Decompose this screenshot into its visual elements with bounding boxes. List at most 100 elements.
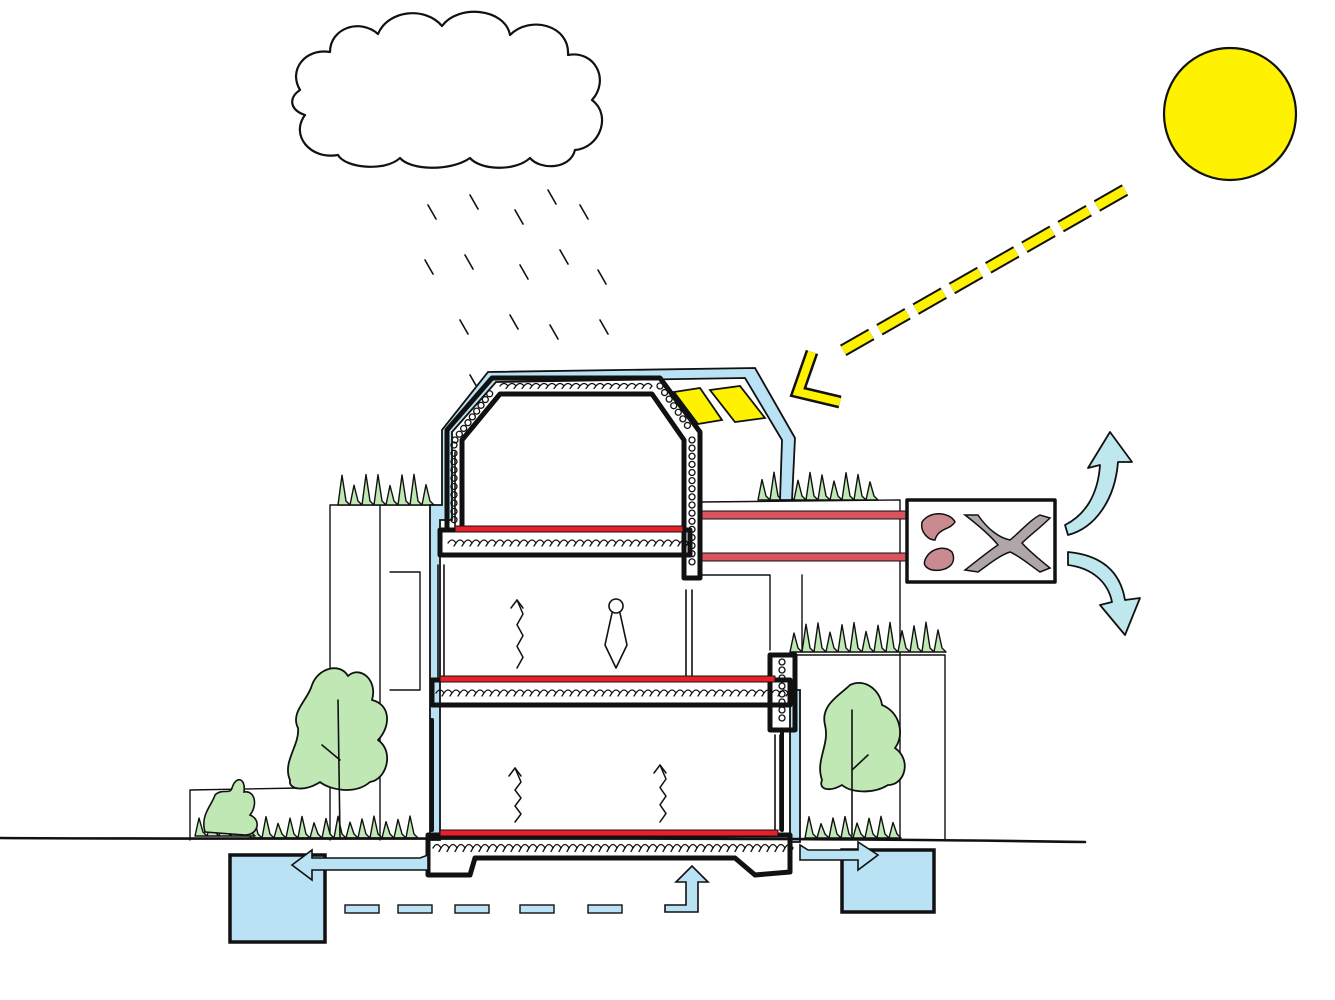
insulation-loop xyxy=(468,413,476,421)
insulation-loop xyxy=(450,466,458,474)
sun-ray-dash-fill xyxy=(841,330,874,355)
heat-rise-arrow-icon xyxy=(508,599,667,823)
grass-tuft xyxy=(804,815,902,839)
insulation-loop xyxy=(473,407,481,415)
rain-streak xyxy=(549,324,559,340)
rain-streak xyxy=(464,254,474,270)
insulation-loop xyxy=(688,493,696,501)
rain-cloud-icon xyxy=(291,10,603,169)
heat-arrowhead xyxy=(508,767,522,777)
interior-columns xyxy=(437,451,781,831)
sun-ray-dash-fill xyxy=(949,268,983,293)
heat-zigzag xyxy=(659,764,667,823)
insulation-loop xyxy=(451,436,459,444)
rain-streak xyxy=(459,319,469,335)
insulation-loop xyxy=(688,452,696,460)
insulation-squiggle xyxy=(447,539,689,547)
insulation-loop xyxy=(455,430,463,438)
insulation-loop xyxy=(688,436,696,444)
insulation-loop xyxy=(688,509,696,517)
grass-tuft xyxy=(757,471,879,501)
groundwater-dash xyxy=(397,904,433,914)
insulation-loop xyxy=(778,706,786,714)
rain-streak xyxy=(519,264,529,280)
insulation-loop xyxy=(778,714,786,722)
sun-icon xyxy=(1162,46,1298,182)
insulation-loop xyxy=(450,457,458,466)
insulation-loop xyxy=(450,441,458,449)
rain-streak xyxy=(547,189,557,205)
building-envelope xyxy=(429,367,801,843)
rain-streak xyxy=(559,249,569,265)
insulation-loop xyxy=(688,533,696,542)
heat-exchanger-icon xyxy=(905,498,1057,584)
insulation-loop xyxy=(778,666,786,674)
insulation-loop xyxy=(688,485,696,493)
heat-zigzag xyxy=(516,599,524,669)
sun-ray-dash-fill xyxy=(1094,186,1128,210)
insulation-loop xyxy=(688,460,696,469)
insulation-loop xyxy=(688,517,696,525)
ground-line xyxy=(0,836,1087,844)
groundwater-dash xyxy=(454,904,490,914)
solar-panel-icon xyxy=(672,385,767,425)
insulation-loop xyxy=(688,558,696,566)
rain-streak xyxy=(579,204,589,220)
sun-ray-dash-fill xyxy=(913,289,946,314)
neighbour-building-left xyxy=(189,504,436,841)
insulation-loop xyxy=(450,516,458,524)
insulation-loop xyxy=(656,382,664,390)
insulation-loop xyxy=(464,419,472,427)
bush-icon xyxy=(203,779,258,836)
insulation-loop xyxy=(477,401,485,409)
rain-streak xyxy=(597,269,607,285)
insulation-loop xyxy=(460,424,468,433)
heating-pipes xyxy=(701,510,908,562)
insulation-hatching xyxy=(432,382,794,853)
rain-streak xyxy=(424,259,434,275)
rain-streak xyxy=(469,194,479,210)
insulation-loop xyxy=(778,682,786,690)
insulation-loop xyxy=(683,421,692,430)
insulation-loop xyxy=(688,468,696,477)
insulation-loop xyxy=(688,525,696,534)
heat-arrowhead xyxy=(510,599,524,609)
rain-streak xyxy=(509,314,519,330)
insulation-loop xyxy=(450,482,458,491)
groundwater-flow-arrow-icon xyxy=(290,840,880,913)
insulation-squiggle xyxy=(432,843,794,853)
underfloor-heating xyxy=(439,525,779,837)
grass-tuft xyxy=(789,621,947,653)
tree-icon xyxy=(287,667,388,839)
insulation-loop xyxy=(778,658,786,666)
insulation-loop xyxy=(665,395,673,403)
insulation-loop xyxy=(486,390,494,398)
sun-ray-dash-fill xyxy=(986,247,1019,272)
insulation-loop xyxy=(688,476,696,485)
insulation-loop xyxy=(450,474,458,482)
insulation-loop xyxy=(450,491,458,499)
insulation-squiggle xyxy=(499,382,653,390)
groundwater-dash xyxy=(344,904,380,914)
sun-ray-dash-fill xyxy=(877,309,910,334)
insulation-loop xyxy=(670,402,678,410)
heat-arrowhead xyxy=(653,764,667,774)
insulation-loop xyxy=(674,408,682,416)
sun-ray-dash-fill xyxy=(1022,227,1055,252)
insulation-loop xyxy=(688,501,696,509)
insulation-loop xyxy=(778,698,786,706)
insulation-loop xyxy=(450,449,458,457)
rain-streaks xyxy=(424,189,609,390)
insulation-loop xyxy=(450,499,458,507)
grass-tuft xyxy=(249,815,419,839)
insulation-loop xyxy=(660,388,669,397)
rain-streak xyxy=(514,209,524,225)
insulation-loop xyxy=(778,690,786,698)
insulation-loop xyxy=(679,415,687,423)
rain-streak xyxy=(599,319,609,335)
groundwater-dashes xyxy=(344,904,623,914)
grass-tuft xyxy=(337,473,435,506)
groundwater-dash xyxy=(519,904,555,914)
